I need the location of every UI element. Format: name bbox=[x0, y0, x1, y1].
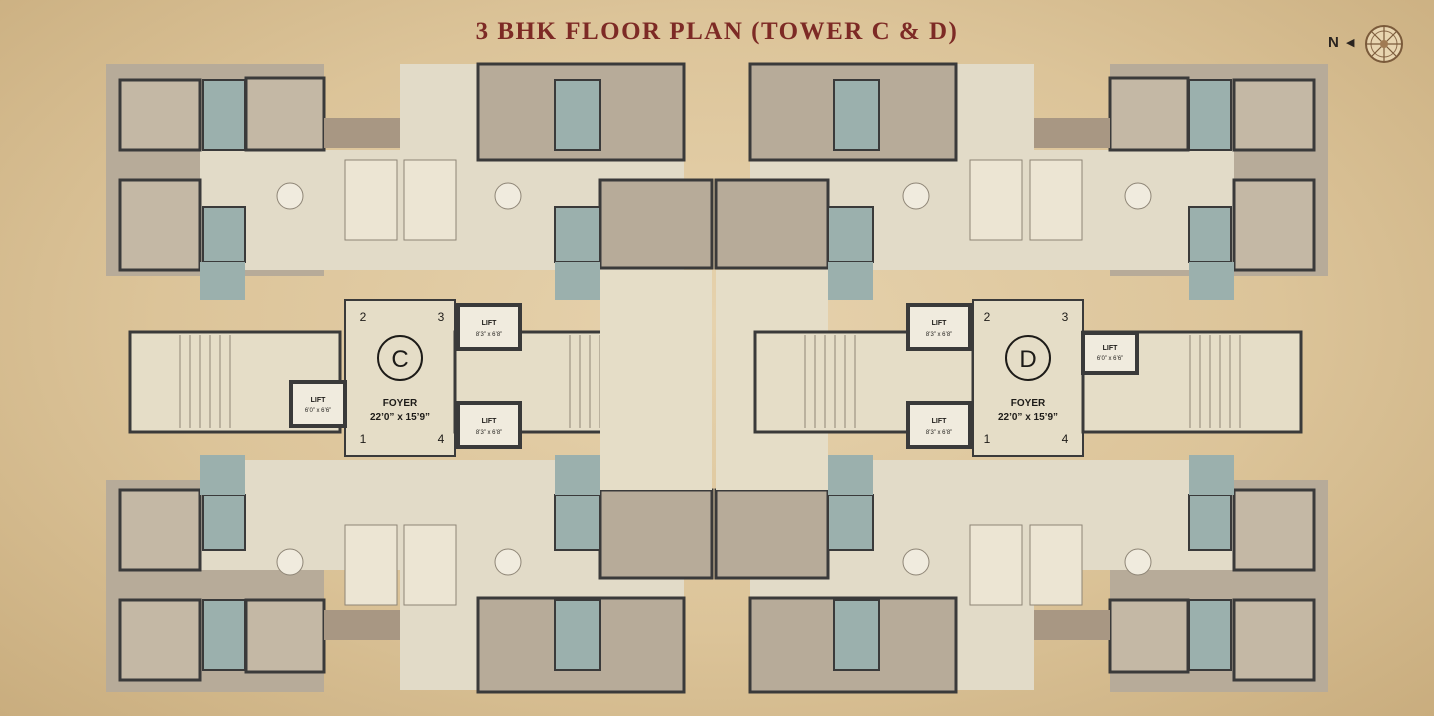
tower-d-badge bbox=[1005, 335, 1051, 381]
open-court-c bbox=[600, 270, 712, 490]
unit-number-c-4: 4 bbox=[438, 432, 445, 446]
unit-number-d-2: 2 bbox=[984, 310, 991, 324]
lift-d-3 bbox=[906, 401, 972, 449]
lift-c-3-size: 8’3” x 6’8” bbox=[476, 430, 502, 436]
lift-d-3-size: 8’3” x 6’8” bbox=[926, 430, 952, 436]
tower-d: LIFT 8’3” x 6’8” LIFT 8’3” x 6’8” LIFT 6… bbox=[714, 62, 1328, 694]
unit-number-c-2: 2 bbox=[360, 310, 367, 324]
lift-d-1-label: LIFT bbox=[932, 320, 947, 327]
unit-2-c bbox=[106, 64, 400, 300]
foyer-d-size: 22’0” x 15’9” bbox=[998, 412, 1058, 423]
lift-c-2-label: LIFT bbox=[311, 397, 326, 404]
foyer-c-label: FOYER bbox=[383, 398, 418, 409]
unit-number-c-3: 3 bbox=[438, 310, 445, 324]
unit-number-d-3: 3 bbox=[1062, 310, 1069, 324]
lift-d-1-size: 8’3” x 6’8” bbox=[926, 332, 952, 338]
unit-3-d bbox=[1034, 64, 1328, 300]
unit-number-d-4: 4 bbox=[1062, 432, 1069, 446]
dining-tables bbox=[276, 182, 1152, 576]
lift-c-1-size: 8’3” x 6’8” bbox=[476, 332, 502, 338]
lift-d-2-label: LIFT bbox=[1103, 345, 1118, 352]
page-title: 3 BHK FLOOR PLAN (TOWER C & D) bbox=[475, 18, 959, 45]
north-label: N bbox=[1328, 34, 1339, 51]
unit-1-d bbox=[714, 455, 1034, 694]
compass-rose-icon bbox=[1365, 25, 1403, 63]
unit-1-c bbox=[106, 455, 400, 692]
lift-c-1-label: LIFT bbox=[482, 320, 497, 327]
unit-4-c bbox=[400, 455, 714, 694]
living-sofas bbox=[344, 159, 1083, 606]
lift-c-3 bbox=[456, 401, 522, 449]
stair-treads-east-d bbox=[1189, 335, 1241, 428]
foyer-c-size: 22’0” x 15’9” bbox=[370, 412, 430, 423]
foyer-d bbox=[972, 299, 1084, 457]
unit-4-d bbox=[1034, 455, 1328, 692]
stair-treads-west-d bbox=[804, 335, 856, 428]
lift-d-1 bbox=[906, 303, 972, 351]
lift-c-3-label: LIFT bbox=[482, 418, 497, 425]
tower-c: LIFT 8’3” x 6’8” LIFT 8’3” x 6’8” LIFT 6… bbox=[106, 62, 714, 694]
lift-c-1 bbox=[456, 303, 522, 351]
tower-c-badge bbox=[377, 335, 423, 381]
lift-d-2 bbox=[1081, 331, 1139, 375]
unit-number-c-1: 1 bbox=[360, 432, 367, 446]
stair-treads-west-c bbox=[179, 335, 231, 428]
lift-d-2-size: 6’0” x 6’6” bbox=[1097, 356, 1123, 362]
foyer-c bbox=[344, 299, 456, 457]
tower-d-letter: D bbox=[1019, 346, 1036, 373]
lift-c-2 bbox=[289, 380, 347, 428]
foyer-d-label: FOYER bbox=[1011, 398, 1046, 409]
lift-d-3-label: LIFT bbox=[932, 418, 947, 425]
tower-c-letter: C bbox=[391, 346, 408, 373]
north-arrow-icon: ◀ bbox=[1346, 37, 1355, 49]
lift-c-2-size: 6’0” x 6’6” bbox=[305, 408, 331, 414]
north-indicator: N ◀ bbox=[1326, 24, 1408, 64]
unit-number-d-1: 1 bbox=[984, 432, 991, 446]
